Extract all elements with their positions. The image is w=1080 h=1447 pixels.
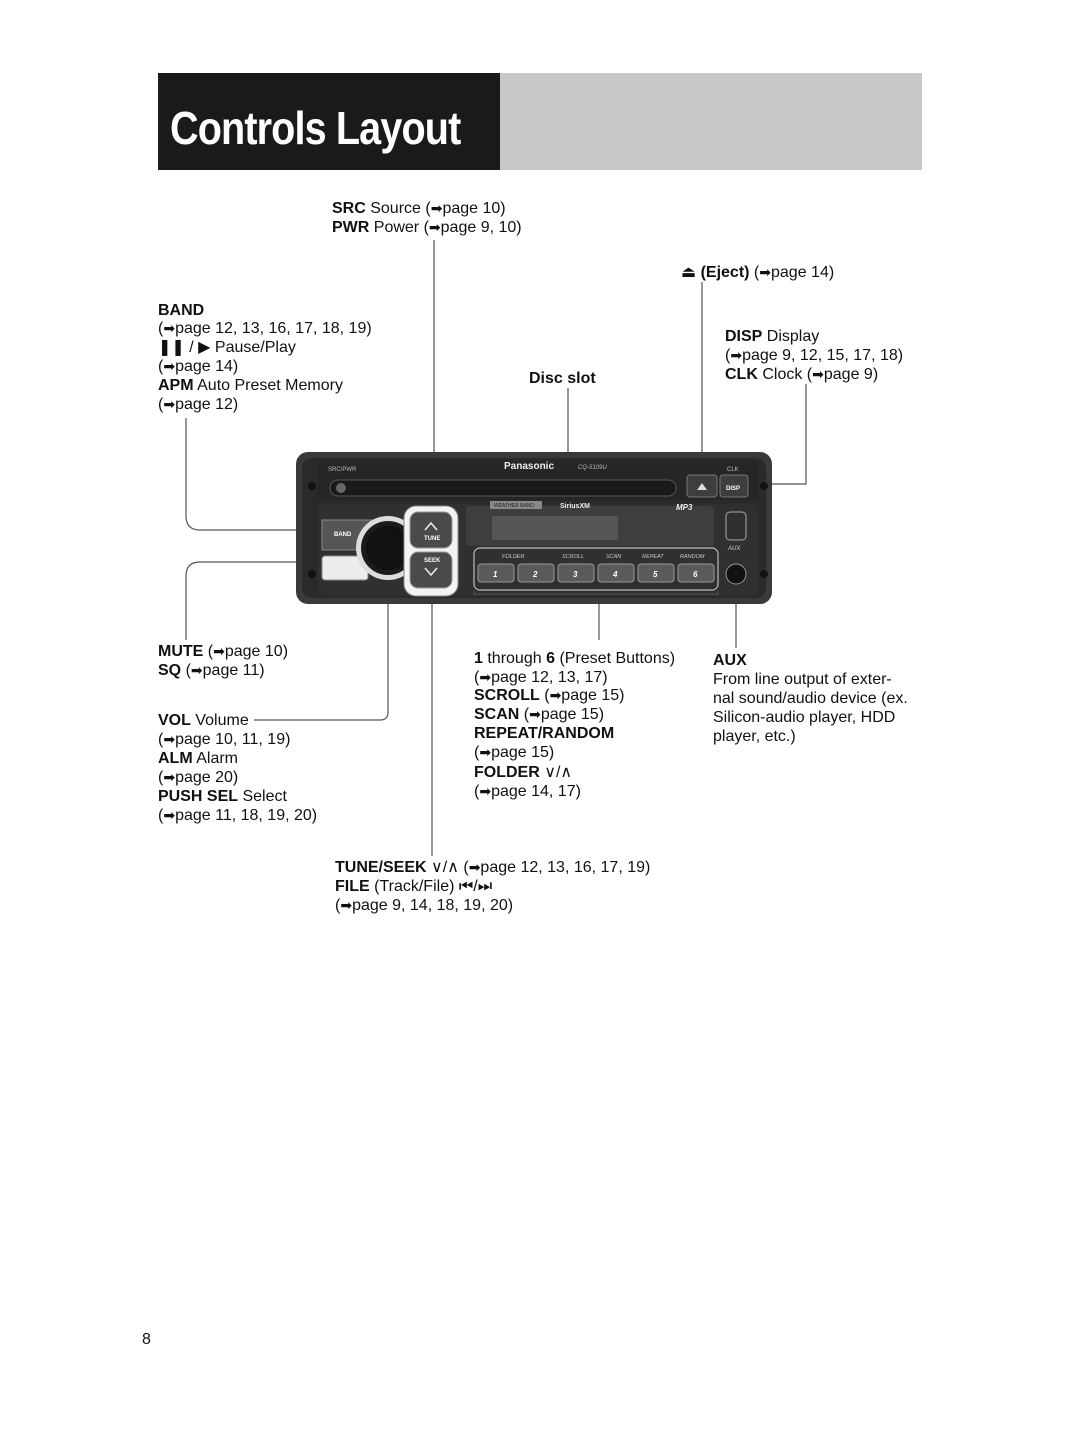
apm-ref: (➡page 12) bbox=[158, 396, 239, 413]
eject-label: ⏏ (Eject) (➡page 14) bbox=[681, 264, 835, 281]
apm-label: APM Auto Preset Memory bbox=[158, 377, 343, 394]
mute-leader-line bbox=[185, 561, 325, 640]
sq-label: SQ (➡page 11) bbox=[158, 662, 265, 679]
src-leader-line bbox=[345, 240, 435, 487]
unit-mp3-text: MP3 bbox=[676, 503, 693, 512]
alm-label: ALM Alarm bbox=[158, 750, 238, 767]
unit-model-text: CQ-5109U bbox=[578, 465, 607, 471]
pushsel-ref: (➡page 11, 18, 19, 20) bbox=[158, 807, 318, 824]
unit-sirius-text: SiriusXM bbox=[560, 503, 590, 510]
vol-ref: (➡page 10, 11, 19) bbox=[158, 731, 291, 748]
unit-strip-repeat: REPEAT bbox=[642, 554, 664, 560]
disp-ref: (➡page 9, 12, 15, 17, 18) bbox=[725, 347, 904, 364]
band-label: BAND bbox=[158, 302, 205, 319]
preset-6-label: 6 bbox=[693, 570, 698, 579]
preset-ref: (➡page 12, 13, 17) bbox=[474, 669, 608, 686]
unit-srcpwr-text: SRC/PWR bbox=[328, 467, 357, 473]
car-stereo-unit bbox=[296, 452, 772, 604]
scan-label: SCAN (➡page 15) bbox=[474, 706, 605, 723]
alm-ref: (➡page 20) bbox=[158, 769, 239, 786]
tuneseek-label: TUNE/SEEK ∨/∧ (➡page 12, 13, 16, 17, 19) bbox=[335, 859, 651, 876]
vol-leader-line bbox=[254, 572, 389, 721]
page-title: Controls Layout bbox=[170, 102, 461, 154]
page-number: 8 bbox=[142, 1331, 151, 1348]
title-block: Controls Layout bbox=[158, 73, 500, 170]
pushsel-label: PUSH SEL Select bbox=[158, 788, 287, 805]
repeat-random-ref: (➡page 15) bbox=[474, 744, 555, 761]
scroll-label: SCROLL (➡page 15) bbox=[474, 687, 625, 704]
unit-brand-text: Panasonic bbox=[504, 461, 554, 472]
eject-icon: ⏏ bbox=[681, 264, 697, 281]
disp-label: DISP Display bbox=[725, 328, 820, 345]
unit-tune-text: TUNE bbox=[424, 536, 440, 542]
aux-desc-2: nal sound/audio device (ex. bbox=[713, 690, 908, 707]
play-icon: ▶ bbox=[198, 339, 211, 356]
band-ref: (➡page 12, 13, 16, 17, 18, 19) bbox=[158, 320, 372, 337]
unit-weather-band-text: WEATHER BAND bbox=[494, 503, 534, 509]
aux-desc-3: Silicon-audio player, HDD bbox=[713, 709, 896, 726]
unit-strip-scroll: SCROLL bbox=[562, 554, 584, 560]
unit-strip-scan: SCAN bbox=[606, 554, 621, 560]
unit-disp-text: DISP bbox=[726, 486, 740, 492]
prev-next-track-icon: ⏮/⏭ bbox=[458, 878, 493, 895]
band-leader-line bbox=[185, 418, 322, 531]
aux-desc-4: player, etc.) bbox=[713, 728, 796, 745]
preset-4-label: 4 bbox=[612, 570, 618, 579]
folder-down-up-icon: ∨/∧ bbox=[544, 764, 573, 781]
preset-3-label: 3 bbox=[573, 570, 578, 579]
folder-ref: (➡page 14, 17) bbox=[474, 783, 581, 800]
aux-label: AUX bbox=[713, 652, 747, 669]
unit-band-text: BAND bbox=[334, 532, 352, 538]
unit-clk-text: CLK bbox=[727, 467, 739, 473]
clk-label: CLK Clock (➡page 9) bbox=[725, 366, 879, 383]
src-label: SRC Source (➡page 10) bbox=[332, 200, 506, 217]
unit-aux-text: AUX bbox=[727, 546, 741, 552]
preset-5-label: 5 bbox=[653, 570, 658, 579]
pwr-label: PWR Power (➡page 9, 10) bbox=[332, 219, 522, 236]
mute-label: MUTE (➡page 10) bbox=[158, 643, 289, 660]
preset-label: 1 through 6 (Preset Buttons) bbox=[474, 650, 676, 667]
pause-play-label: ❚❚ / ▶ Pause/Play bbox=[158, 339, 296, 356]
title-bar: Controls Layout bbox=[158, 73, 922, 170]
preset-2-label: 2 bbox=[532, 570, 538, 579]
file-ref: (➡page 9, 14, 18, 19, 20) bbox=[335, 897, 514, 914]
pause-icon: ❚❚ bbox=[158, 339, 185, 356]
preset-1-label: 1 bbox=[493, 570, 498, 579]
unit-strip-random: RANDOM bbox=[680, 554, 705, 560]
folder-label: FOLDER ∨/∧ bbox=[474, 764, 573, 781]
unit-strip-folder: FOLDER bbox=[502, 554, 524, 560]
unit-seek-text: SEEK bbox=[424, 558, 441, 564]
disc-slot-label: Disc slot bbox=[529, 370, 596, 387]
aux-desc-1: From line output of exter- bbox=[713, 671, 892, 688]
vol-label: VOL Volume bbox=[158, 712, 249, 729]
pause-play-ref: (➡page 14) bbox=[158, 358, 239, 375]
file-label: FILE (Track/File) ⏮/⏭ bbox=[335, 878, 493, 895]
repeat-random-label: REPEAT/RANDOM bbox=[474, 725, 615, 742]
tune-down-up-icon: ∨/∧ bbox=[431, 859, 459, 876]
